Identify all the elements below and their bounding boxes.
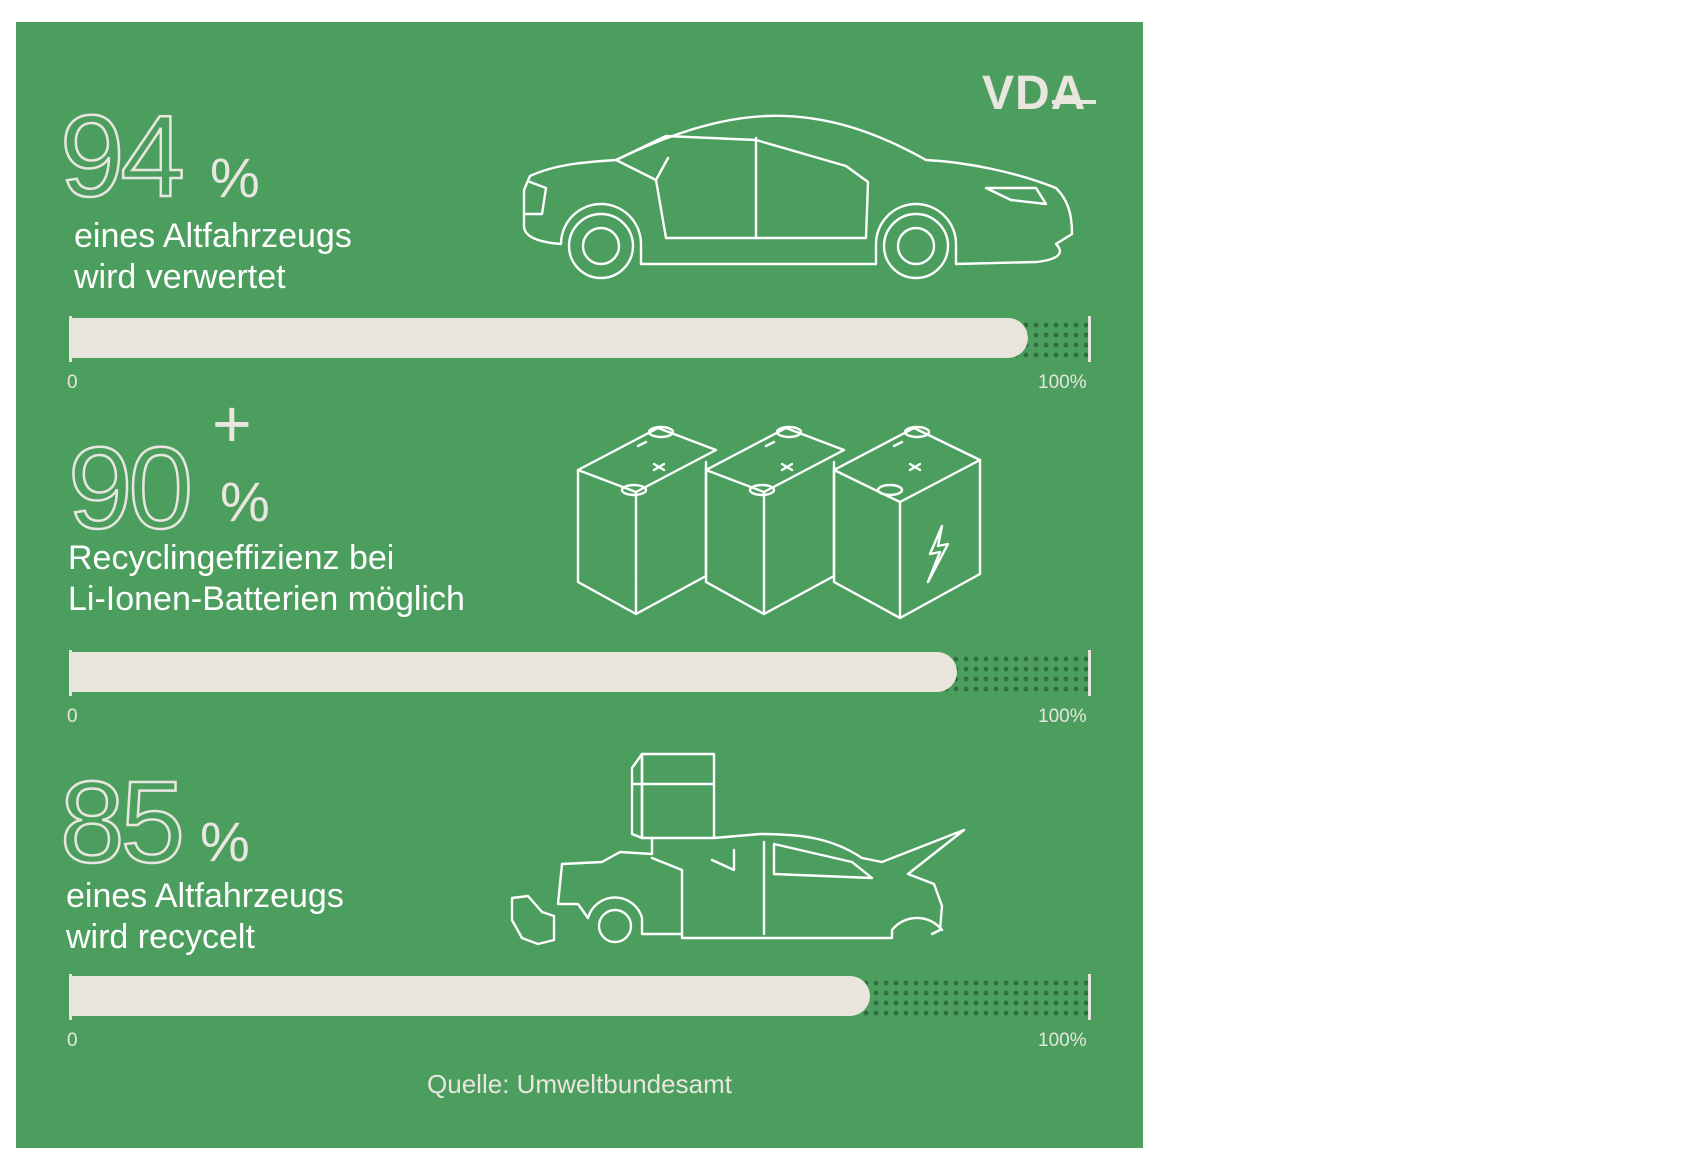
progress-bar [69, 650, 1091, 696]
progress-fill [71, 652, 957, 692]
batteries-icon [576, 425, 982, 620]
stat-percent-sign: % [200, 810, 250, 873]
infographic-panel: VDA 94 % eines Altfahrzeugs wird verwert… [16, 22, 1143, 1148]
axis-label-min: 0 [67, 372, 78, 393]
stat-number: 85 [59, 757, 187, 887]
axis-tick-min [69, 316, 72, 362]
axis-label-max: 100% [1038, 706, 1087, 727]
axis-tick-max [1088, 650, 1091, 696]
stat-description-line: Li-Ionen-Batterien möglich [68, 580, 465, 618]
axis-label-max: 100% [1038, 372, 1087, 393]
stat-number: 94 [59, 91, 187, 221]
axis-tick-min [69, 974, 72, 1020]
stat-description: Recyclingeffizienz bei Li-Ionen-Batterie… [68, 538, 465, 620]
stat-description: eines Altfahrzeugs wird verwertet [74, 216, 352, 298]
source-note: Quelle: Umweltbundesamt [427, 1069, 732, 1099]
stat-description: eines Altfahrzeugs wird recycelt [66, 876, 344, 958]
axis-tick-max [1088, 974, 1091, 1020]
progress-fill [71, 318, 1028, 358]
stat-description-line: wird verwertet [74, 258, 286, 296]
stat-description-line: eines Altfahrzeugs [74, 217, 352, 255]
stat-plus-sign: + [212, 386, 252, 462]
stat-description-line: wird recycelt [66, 918, 255, 956]
car-icon [522, 114, 1074, 280]
dismantled-car-icon [510, 752, 966, 946]
axis-label-min: 0 [67, 1030, 78, 1051]
stat-percent-sign: % [220, 470, 270, 533]
vda-logo: VDA [982, 66, 1096, 121]
stat-number: 90 [67, 423, 195, 553]
axis-label-min: 0 [67, 706, 78, 727]
axis-label-max: 100% [1038, 1030, 1087, 1051]
axis-tick-min [69, 650, 72, 696]
stat-description-line: Recyclingeffizienz bei [68, 539, 395, 577]
stat-description-line: eines Altfahrzeugs [66, 877, 344, 915]
stat-percent-sign: % [210, 146, 260, 209]
progress-bar [69, 316, 1091, 362]
axis-tick-max [1088, 316, 1091, 362]
progress-bar [69, 974, 1091, 1020]
progress-fill [71, 976, 871, 1016]
